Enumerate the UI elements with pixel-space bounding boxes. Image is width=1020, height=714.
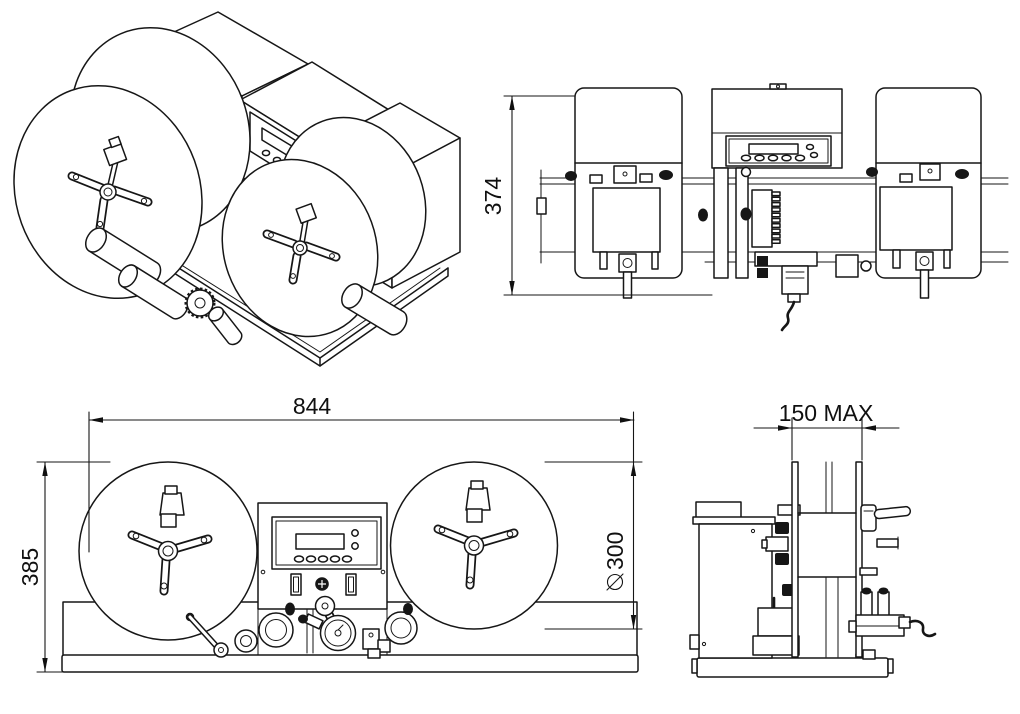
dim-label-150-max: 150 MAX	[779, 400, 874, 426]
front-label-sensor	[362, 628, 391, 659]
front-console	[257, 502, 388, 656]
top-right-hub	[879, 186, 953, 251]
front-rollers	[185, 595, 418, 659]
front-panel-buttons	[293, 529, 359, 563]
front-view: 844 385 300	[17, 393, 643, 673]
isometric-view	[13, 11, 461, 367]
top-web-lines	[536, 169, 1009, 264]
front-measuring-wheel	[298, 595, 357, 652]
diameter-symbol	[606, 573, 624, 591]
front-left-spider	[127, 485, 213, 596]
front-right-spider	[433, 480, 519, 590]
side-shaft-knobs	[752, 504, 801, 656]
top-label-sensor	[754, 251, 872, 332]
iso-right-reel	[221, 116, 427, 338]
top-guide-posts	[713, 166, 781, 279]
top-rack-teeth	[771, 191, 781, 245]
side-reel-flanges	[791, 461, 863, 658]
front-slot-right	[345, 573, 357, 596]
iso-gear	[184, 287, 216, 319]
top-right-reel	[866, 87, 982, 299]
top-left-reel	[565, 87, 683, 299]
iso-left-reel	[13, 26, 251, 300]
iso-rollers	[84, 227, 408, 346]
top-view: 374	[480, 83, 1009, 332]
top-panel-buttons	[740, 143, 819, 162]
dim-label-374: 374	[480, 177, 506, 216]
iso-sensor-cylinder	[207, 306, 243, 346]
front-right-reel	[389, 461, 559, 630]
side-roller-block	[848, 587, 937, 660]
front-left-reel	[78, 461, 258, 641]
dimension-374: 374	[480, 95, 713, 296]
dim-label-844: 844	[293, 393, 332, 419]
top-gear-rack	[751, 189, 773, 248]
dimension-844: 844	[88, 393, 635, 630]
dimension-150-max: 150 MAX	[753, 400, 900, 461]
front-lcd-display	[295, 533, 345, 550]
top-sensor-cable	[780, 300, 796, 332]
side-view: 150 MAX	[689, 400, 937, 678]
side-clamp-lever	[859, 504, 912, 576]
iso-left-spider	[67, 135, 153, 233]
dim-label-300: 300	[602, 532, 628, 570]
dim-label-385: 385	[17, 548, 43, 586]
top-console	[698, 83, 843, 222]
iso-right-spider	[262, 202, 341, 285]
front-base-plate	[61, 654, 639, 673]
front-slot-left	[290, 573, 302, 596]
dimension-diameter-300: 300	[544, 461, 643, 630]
side-power-cable	[908, 619, 937, 638]
top-left-hub	[592, 187, 661, 253]
dimension-385: 385	[17, 461, 136, 673]
top-lcd-display	[748, 143, 799, 155]
